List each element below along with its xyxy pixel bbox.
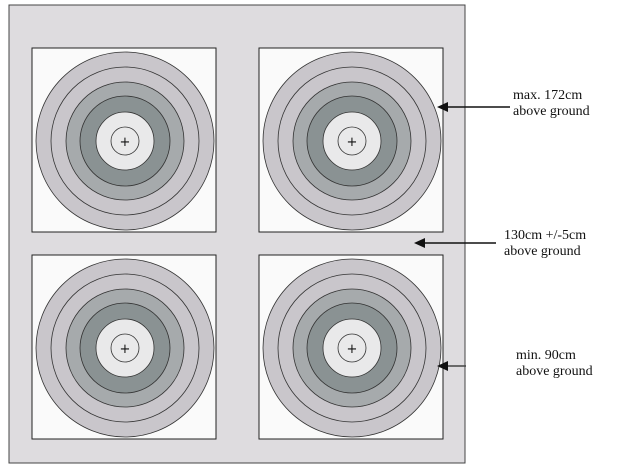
target-face-top-right: +	[258, 47, 444, 233]
annotation-bottom-line2: above ground	[516, 364, 593, 379]
target-ring-6	[337, 126, 367, 156]
annotation-middle-line1: 130cm +/-5cm	[504, 228, 587, 243]
target-face-bottom-left: +	[31, 254, 217, 440]
target-face-bottom-right: +	[258, 254, 444, 440]
annotation-bottom-line1: min. 90cm	[516, 348, 576, 363]
target-ring-6	[110, 333, 140, 363]
annotation-middle-line2: above ground	[504, 244, 581, 259]
target-center-mark: +	[120, 342, 131, 357]
annotation-top-line1: max. 172cm	[513, 88, 583, 103]
target-face-top-left: +	[31, 47, 217, 233]
target-center-mark: +	[120, 135, 131, 150]
annotation-top: max. 172cm above ground	[513, 88, 590, 120]
target-ring-6	[110, 126, 140, 156]
annotation-bottom: min. 90cm above ground	[516, 348, 593, 380]
target-ring-6	[337, 333, 367, 363]
arrow-top	[437, 102, 510, 112]
arrow-bottom	[437, 361, 466, 371]
annotation-top-line2: above ground	[513, 104, 590, 119]
target-center-mark: +	[347, 342, 358, 357]
annotation-middle: 130cm +/-5cm above ground	[504, 228, 586, 260]
arrow-middle	[414, 238, 496, 248]
target-center-mark: +	[347, 135, 358, 150]
